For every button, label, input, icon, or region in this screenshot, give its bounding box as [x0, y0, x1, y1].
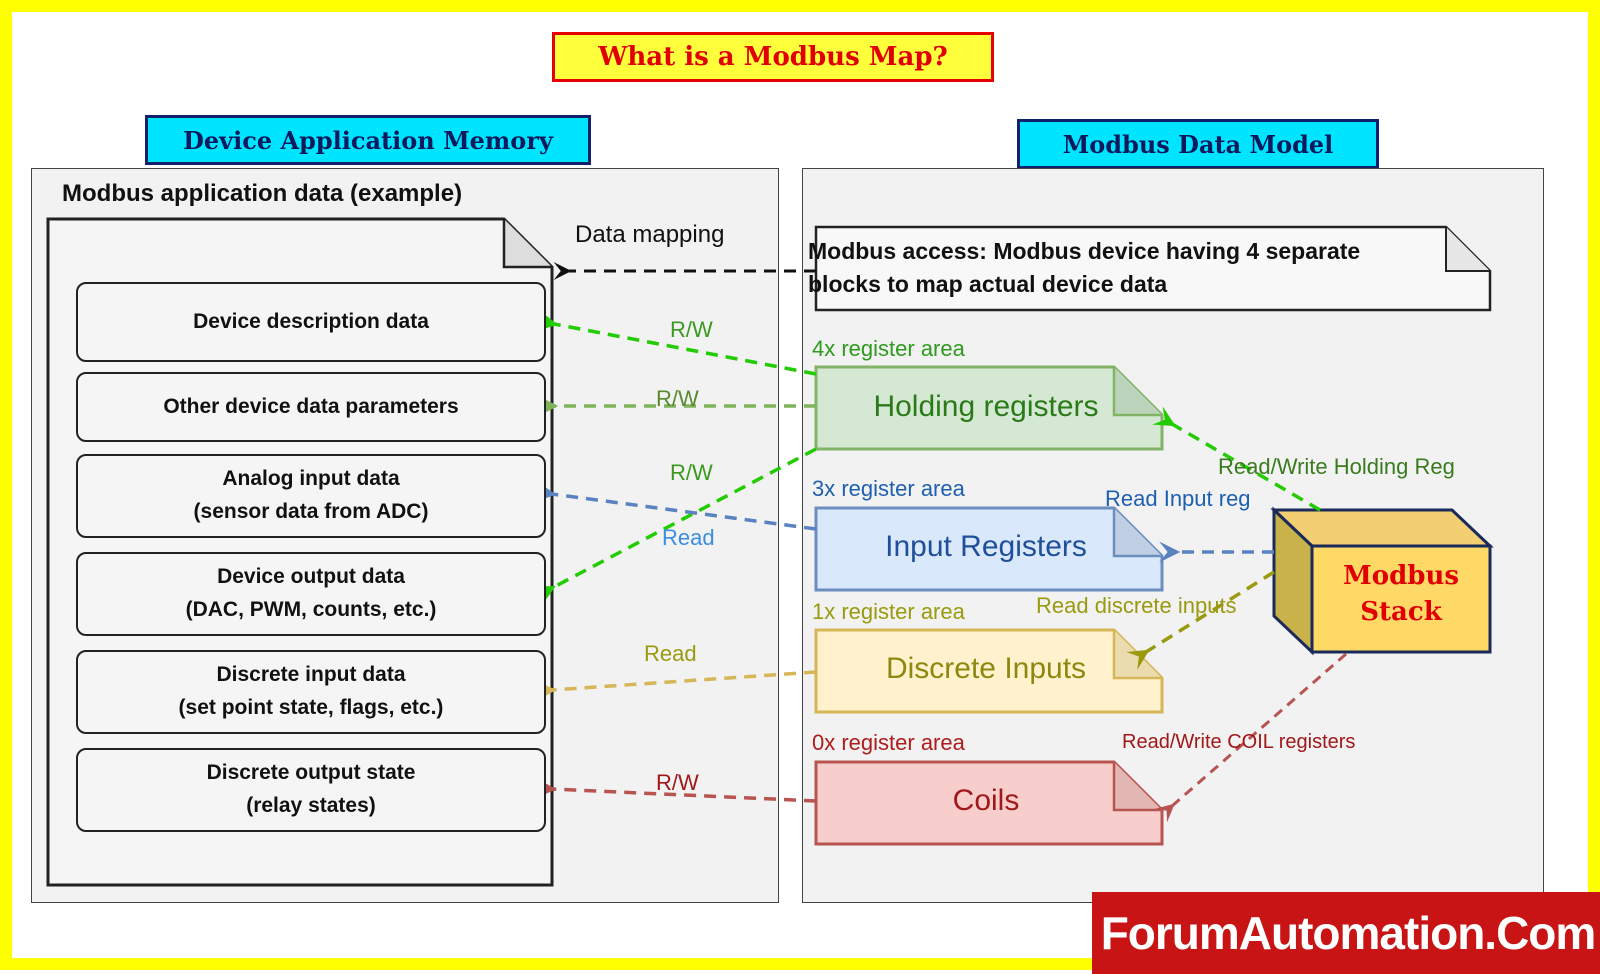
rw-label-4: R/W: [656, 770, 699, 795]
memory-item-line2: (DAC, PWM, counts, etc.): [185, 598, 437, 621]
rw-arrow-holding-output: [532, 447, 817, 606]
holding-registers-block: [814, 365, 1164, 451]
memory-item-line1: Device output data: [217, 565, 405, 589]
read-arrow-discrete-input: [534, 670, 817, 702]
memory-item-line1: Other device data parameters: [163, 394, 459, 418]
rw-label-1: R/W: [670, 317, 713, 342]
modbus-data-model-header: Modbus Data Model: [1017, 119, 1379, 169]
memory-item-line2: (relay states): [246, 794, 376, 817]
memory-item-other-parameters: Other device data parameters: [76, 372, 546, 442]
rw-arrow-holding-description: [535, 310, 817, 376]
rw-label-2: R/W: [656, 386, 699, 411]
memory-item-line1: Analog input data: [222, 467, 400, 491]
memory-item-line1: Discrete input data: [216, 663, 406, 687]
discrete-inputs-label: Discrete Inputs: [885, 652, 1087, 685]
stack-label-holding: Read/Write Holding Reg: [1218, 454, 1455, 479]
holding-area-label: 4x register area: [812, 336, 965, 361]
memory-item-device-output: Device output data (DAC, PWM, counts, et…: [76, 552, 546, 636]
rw-label-3: R/W: [670, 460, 713, 485]
memory-item-line1: Device description data: [193, 309, 429, 333]
stack-arrow-discrete: [1126, 570, 1275, 670]
discrete-area-label: 1x register area: [812, 599, 965, 624]
modbus-stack-label: Modbus Stack: [1312, 558, 1490, 630]
rw-arrow-coils-output: [534, 777, 817, 803]
stack-arrow-holding: [1152, 406, 1321, 512]
page-title: What is a Modbus Map?: [552, 32, 994, 82]
memory-item-line2: (sensor data from ADC): [193, 500, 429, 523]
app-data-title: Modbus application data (example): [62, 180, 463, 207]
modbus-access-note: Modbus access: Modbus device having 4 se…: [808, 235, 1360, 301]
modbus-stack-box: [1270, 506, 1494, 656]
coils-block: [814, 760, 1164, 846]
holding-registers-label: Holding registers: [873, 390, 1099, 423]
brand-watermark: ForumAutomation.Com: [1092, 892, 1600, 974]
read-arrow-input-analog: [533, 481, 817, 531]
stack-label-discrete: Read discrete inputs: [1036, 593, 1237, 618]
input-registers-label: Input Registers: [885, 530, 1087, 563]
stack-arrow-coils: [1155, 652, 1347, 823]
stack-label-input: Read Input reg: [1105, 486, 1251, 511]
coils-label: Coils: [952, 784, 1020, 817]
memory-item-discrete-input: Discrete input data (set point state, fl…: [76, 650, 546, 734]
coils-area-label: 0x register area: [812, 730, 965, 755]
memory-item-line1: Discrete output state: [206, 761, 416, 785]
memory-item-discrete-output: Discrete output state (relay states): [76, 748, 546, 832]
input-registers-block: [814, 506, 1164, 592]
read-label-2: Read: [644, 641, 697, 666]
modbus-access-note-shape: [814, 225, 1492, 312]
read-label-1: Read: [662, 525, 715, 550]
memory-item-line2: (set point state, flags, etc.): [178, 696, 444, 719]
modbus-access-note-line1: Modbus access: Modbus device having 4 se…: [808, 238, 1361, 264]
stack-label-coil: Read/Write COIL registers: [1122, 731, 1356, 753]
modbus-stack-line1: Modbus: [1342, 561, 1460, 591]
modbus-access-note-line2: blocks to map actual device data: [808, 271, 1168, 297]
memory-item-device-description: Device description data: [76, 282, 546, 362]
data-mapping-label: Data mapping: [575, 221, 725, 248]
memory-item-analog-input: Analog input data (sensor data from ADC): [76, 454, 546, 538]
input-area-label: 3x register area: [812, 476, 965, 501]
modbus-stack-line2: Stack: [1360, 597, 1442, 627]
device-memory-header: Device Application Memory: [145, 115, 591, 165]
